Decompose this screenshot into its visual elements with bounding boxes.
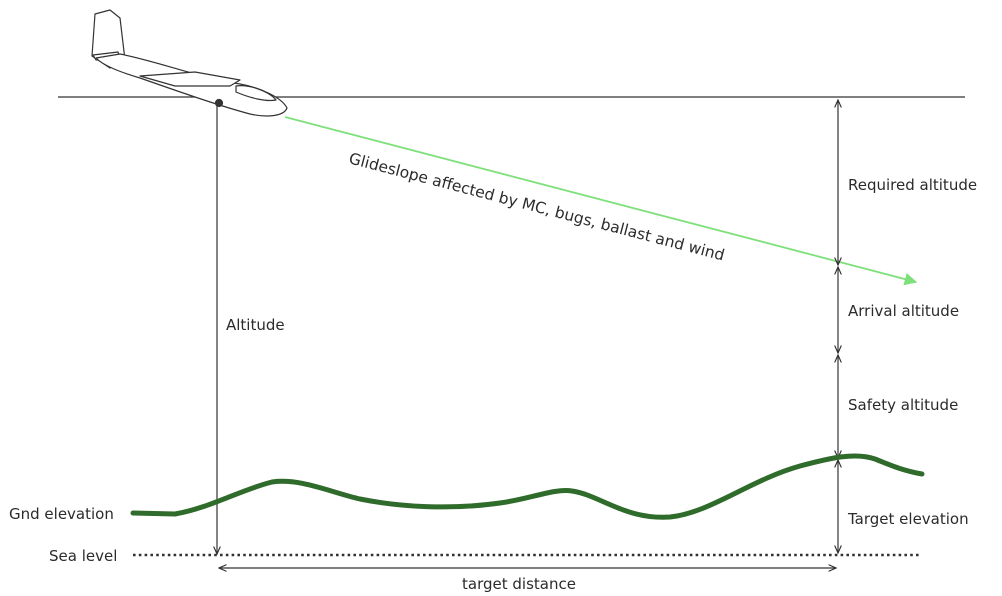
arrival-altitude-label: Arrival altitude <box>848 302 959 320</box>
glideslope-line <box>284 116 918 286</box>
gnd-elevation-label: Gnd elevation <box>9 505 114 523</box>
sea-level-label: Sea level <box>49 547 117 565</box>
glider-icon <box>91 9 288 117</box>
safety-altitude-label: Safety altitude <box>848 396 958 414</box>
terrain-line <box>130 453 925 520</box>
required-altitude-label: Required altitude <box>848 176 977 194</box>
target-distance-label: target distance <box>462 575 576 593</box>
target-elevation-label: Target elevation <box>847 510 969 528</box>
glideslope-label: Glideslope affected by MC, bugs, ballast… <box>347 149 726 264</box>
altitude-label: Altitude <box>226 316 285 334</box>
